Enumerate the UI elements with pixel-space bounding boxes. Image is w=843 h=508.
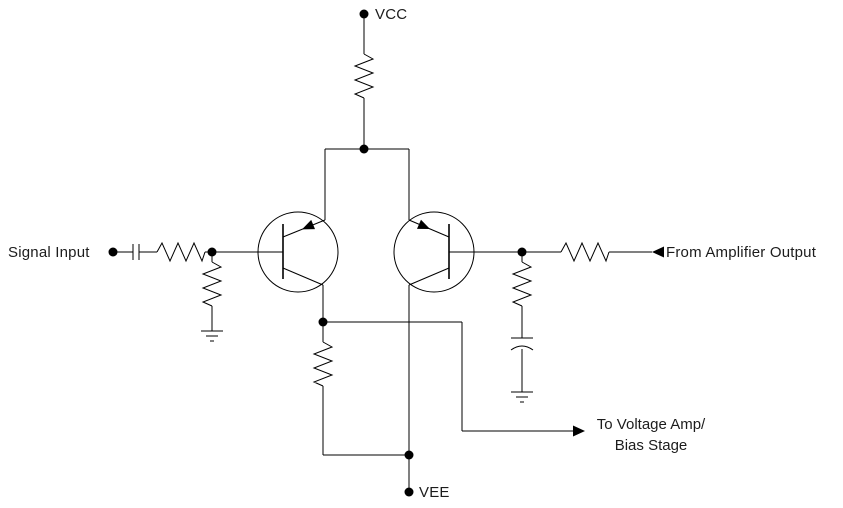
capacitor-curved-plate (510, 345, 534, 351)
input-series-resistor (156, 241, 206, 263)
feedback-capacitor (510, 337, 534, 351)
input-ground-icon (201, 330, 223, 342)
feedback-arrow-icon (652, 246, 664, 258)
q1-transistor (212, 149, 339, 322)
output-takeoff (318, 317, 585, 437)
feedback-network (510, 241, 664, 403)
to-voltage-amp-label-line2: Bias Stage (614, 437, 688, 454)
feedback-shunt-resistor (511, 261, 533, 307)
vcc-terminal (359, 9, 369, 54)
terminal-dot (359, 9, 369, 19)
vee-terminal (404, 487, 414, 497)
signal-input-label: Signal Input (8, 244, 90, 261)
vcc-label: VCC (375, 6, 408, 23)
q2-transistor (393, 149, 522, 455)
vcc-resistor (353, 53, 375, 99)
q1-collector-lead (282, 267, 324, 286)
input-coupling-capacitor (132, 244, 140, 260)
q2-emitter-arrow-icon (417, 219, 430, 229)
from-amplifier-output-label: From Amplifier Output (666, 244, 817, 261)
q1-emitter-arrow-icon (302, 219, 315, 230)
tail-branch (312, 322, 414, 497)
to-voltage-amp-label: To Voltage Amp/ Bias Stage (585, 414, 717, 456)
output-arrow-icon (573, 425, 585, 437)
tail-resistor (312, 341, 334, 387)
input-shunt-resistor (201, 261, 223, 307)
signal-input-network (108, 241, 223, 342)
vee-label: VEE (419, 484, 450, 501)
feedback-series-resistor (560, 241, 610, 263)
feedback-ground-icon (511, 391, 533, 403)
to-voltage-amp-label-line1: To Voltage Amp/ (596, 416, 706, 433)
q2-collector-lead (408, 267, 450, 286)
